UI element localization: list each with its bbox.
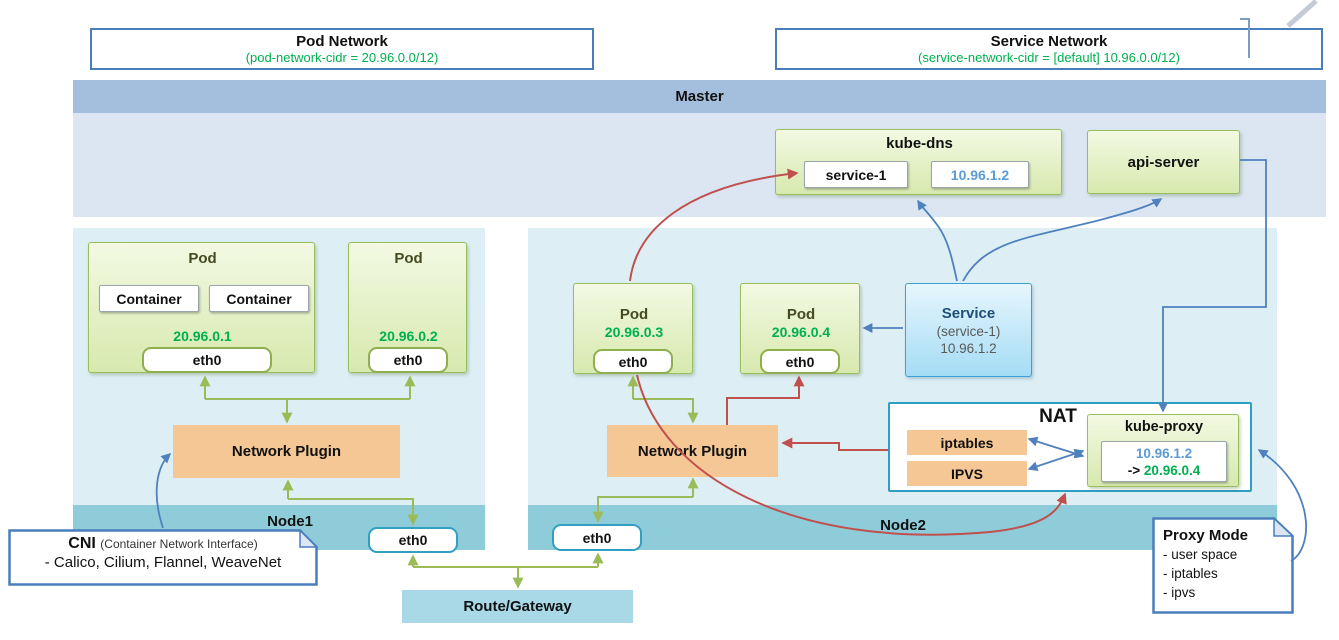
kube-proxy-service-ip: 10.96.1.2 [1135,445,1193,461]
pod4-eth0: eth0 [760,349,840,374]
cni-title: CNI [68,535,96,552]
proxy-mode-text: Proxy Mode - user space - iptables - ipv… [1152,517,1294,602]
corner-diagonal-decoration [1286,0,1318,28]
pod-network-cidr: (pod-network-cidr = 20.96.0.0/12) [245,50,439,65]
pod1-ip: 20.96.0.1 [173,328,232,344]
kube-proxy-nat-chip: 10.96.1.2 -> 20.96.0.4 [1101,441,1227,482]
proxy-mode-item-ipvs: - ipvs [1163,585,1196,600]
proxy-mode-item-iptables: - iptables [1163,566,1218,581]
node2-eth0: eth0 [552,524,642,551]
pod1-title: Pod [188,249,217,267]
kube-dns-service-chip: service-1 [804,161,908,188]
pod-network-title: Pod Network [296,33,388,50]
service-title: Service [941,304,996,322]
service-network-title: Service Network [990,33,1108,50]
node2-label: Node2 [880,516,926,534]
pod3-title: Pod [619,305,649,323]
kube-proxy-title: kube-proxy [1124,419,1204,435]
nat-arrow-glyph: -> [1127,462,1141,478]
cni-note: CNI (Container Network Interface) - Cali… [8,529,318,586]
ipvs-box: IPVS [907,461,1027,486]
master-bar: Master [73,80,1326,113]
node2-region [528,228,1277,550]
proxy-mode-note: Proxy Mode - user space - iptables - ipv… [1152,517,1294,614]
node1-eth0: eth0 [368,527,458,553]
cni-note-shape [8,529,318,586]
route-gateway-box: Route/Gateway [402,590,633,623]
pod4-title: Pod [786,305,816,323]
nat-title: NAT [1039,406,1077,427]
proxy-mode-item-userspace: - user space [1163,547,1238,562]
pod2-ip: 20.96.0.2 [379,328,438,344]
kube-proxy-target: -> 20.96.0.4 [1128,462,1200,479]
cni-note-text: CNI (Container Network Interface) - Cali… [8,529,318,572]
node2-network-plugin: Network Plugin [607,425,778,477]
kube-dns-title: kube-dns [886,134,953,152]
iptables-box: iptables [907,430,1027,455]
node1-network-plugin: Network Plugin [173,425,400,478]
service-name: (service-1) [936,323,1001,339]
service-box: Service (service-1) 10.96.1.2 [905,283,1032,377]
pod2-eth0: eth0 [368,347,448,373]
cni-plugins-line: - Calico, Cilium, Flannel, WeaveNet [44,554,282,571]
node1-label: Node1 [267,512,313,530]
pod4-ip: 20.96.0.4 [771,324,831,340]
cni-folded-corner-icon [299,529,318,548]
api-server-label: api-server [1127,153,1200,171]
kube-dns-ip-chip: 10.96.1.2 [931,161,1029,188]
pod3-ip: 20.96.0.3 [604,324,664,340]
master-label: Master [675,88,724,105]
pod1-container-1: Container [99,285,199,312]
cni-subtitle: (Container Network Interface) [100,537,258,551]
pod2-title: Pod [394,249,423,267]
kube-dns-box: kube-dns service-1 10.96.1.2 [775,129,1062,195]
service-ip: 10.96.1.2 [940,340,997,356]
service-network-header: Service Network (service-network-cidr = … [775,28,1323,70]
pod-network-header: Pod Network (pod-network-cidr = 20.96.0.… [90,28,594,70]
api-server-box: api-server [1087,130,1240,194]
proxy-mode-title: Proxy Mode [1163,527,1249,544]
pod3-eth0: eth0 [593,349,673,374]
service-network-cidr: (service-network-cidr = [default] 10.96.… [918,50,1180,65]
kube-proxy-box: kube-proxy 10.96.1.2 -> 20.96.0.4 [1087,414,1239,487]
kube-proxy-target-ip: 20.96.0.4 [1143,462,1201,478]
pod1-eth0: eth0 [142,347,272,373]
pod1-container-2: Container [209,285,309,312]
